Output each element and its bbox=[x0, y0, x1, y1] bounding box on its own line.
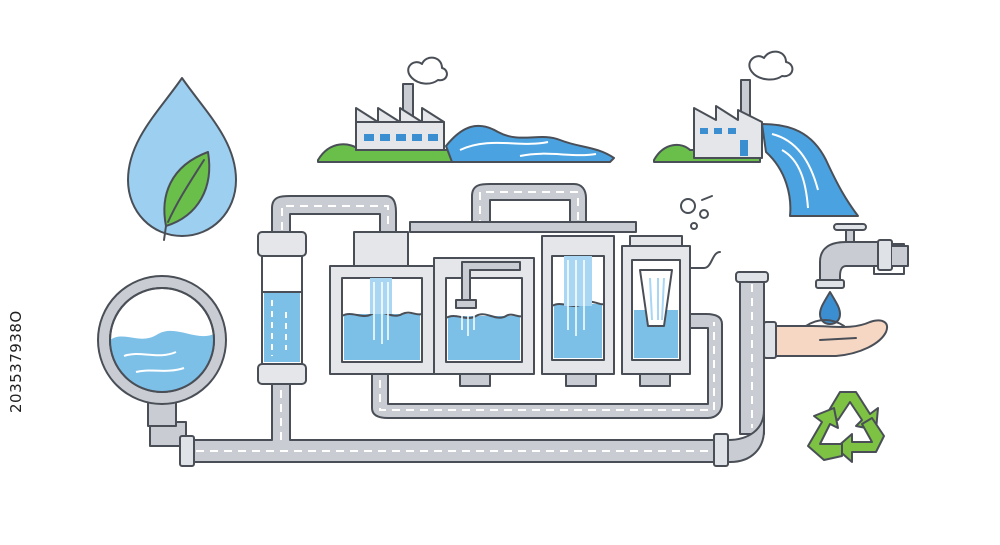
faucet-icon bbox=[815, 223, 909, 325]
upper-pipes bbox=[271, 183, 637, 293]
factory-outflow-icon bbox=[317, 56, 615, 163]
return-pipe bbox=[371, 313, 723, 419]
aeration-bubbles-icon bbox=[680, 195, 713, 230]
main-supply-pipe bbox=[149, 383, 765, 467]
receiving-hand-icon bbox=[775, 319, 888, 357]
factory-waterfall-icon bbox=[653, 50, 859, 217]
riser-pipe bbox=[735, 271, 777, 435]
recycle-arrows-icon bbox=[807, 391, 885, 463]
water-gauge-icon bbox=[97, 275, 227, 427]
water-drop-leaf-icon bbox=[127, 77, 237, 241]
treatment-tanks bbox=[257, 231, 721, 385]
stock-id-watermark: 203537938O bbox=[7, 310, 25, 414]
